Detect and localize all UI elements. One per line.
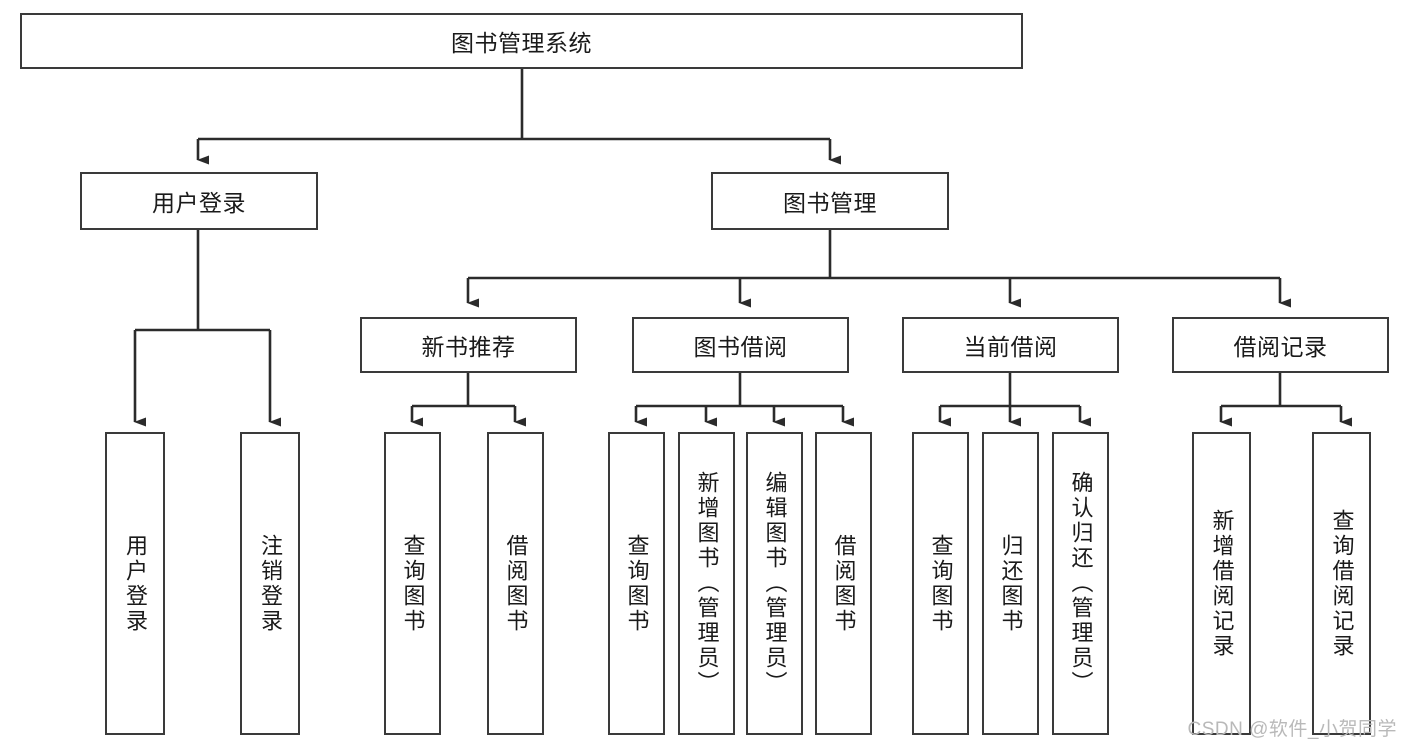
node-label: 当前借阅 — [963, 334, 1058, 360]
node-label: 图书借阅 — [693, 334, 788, 360]
leaf-query-borrow-record[interactable]: 查询借阅记录 — [1312, 432, 1371, 735]
leaf-borrow-book[interactable]: 借阅图书 — [815, 432, 872, 735]
node-label: 确认归还（管理员） — [1068, 471, 1094, 696]
leaf-query-book-recommend[interactable]: 查询图书 — [384, 432, 441, 735]
node-label: 新增借阅记录 — [1209, 508, 1235, 659]
node-current-borrow[interactable]: 当前借阅 — [902, 317, 1119, 373]
leaf-add-borrow-record[interactable]: 新增借阅记录 — [1192, 432, 1251, 735]
leaf-return-book[interactable]: 归还图书 — [982, 432, 1039, 735]
node-label: 新增图书（管理员） — [694, 471, 720, 696]
leaf-query-book-current[interactable]: 查询图书 — [912, 432, 969, 735]
node-book-management[interactable]: 图书管理 — [711, 172, 949, 230]
node-label: 查询图书 — [928, 533, 954, 634]
node-label: 用户登录 — [152, 190, 246, 216]
leaf-confirm-return-admin[interactable]: 确认归还（管理员） — [1052, 432, 1109, 735]
node-borrow-records[interactable]: 借阅记录 — [1172, 317, 1389, 373]
watermark: CSDN @软件_小贺同学 — [1187, 719, 1397, 740]
node-label: 图书管理系统 — [451, 30, 592, 56]
node-label: 查询借阅记录 — [1329, 508, 1355, 659]
node-label: 借阅图书 — [503, 533, 529, 634]
leaf-add-book-admin[interactable]: 新增图书（管理员） — [678, 432, 735, 735]
node-new-book-recommend[interactable]: 新书推荐 — [360, 317, 577, 373]
node-root-system[interactable]: 图书管理系统 — [20, 13, 1023, 69]
node-label: 新书推荐 — [421, 334, 516, 360]
node-label: 图书管理 — [783, 190, 877, 216]
node-label: 归还图书 — [998, 533, 1024, 634]
leaf-logout[interactable]: 注销登录 — [240, 432, 300, 735]
node-label: 查询图书 — [624, 533, 650, 634]
node-label: 注销登录 — [258, 533, 283, 634]
node-label: 查询图书 — [400, 533, 426, 634]
node-label: 借阅记录 — [1233, 334, 1328, 360]
node-label: 编辑图书（管理员） — [762, 471, 788, 696]
node-user-login[interactable]: 用户登录 — [80, 172, 318, 230]
node-label: 借阅图书 — [831, 533, 857, 634]
leaf-edit-book-admin[interactable]: 编辑图书（管理员） — [746, 432, 803, 735]
leaf-borrow-book-recommend[interactable]: 借阅图书 — [487, 432, 544, 735]
node-label: 用户登录 — [123, 533, 148, 634]
leaf-user-login[interactable]: 用户登录 — [105, 432, 165, 735]
leaf-query-book-borrow[interactable]: 查询图书 — [608, 432, 665, 735]
node-book-borrow[interactable]: 图书借阅 — [632, 317, 849, 373]
